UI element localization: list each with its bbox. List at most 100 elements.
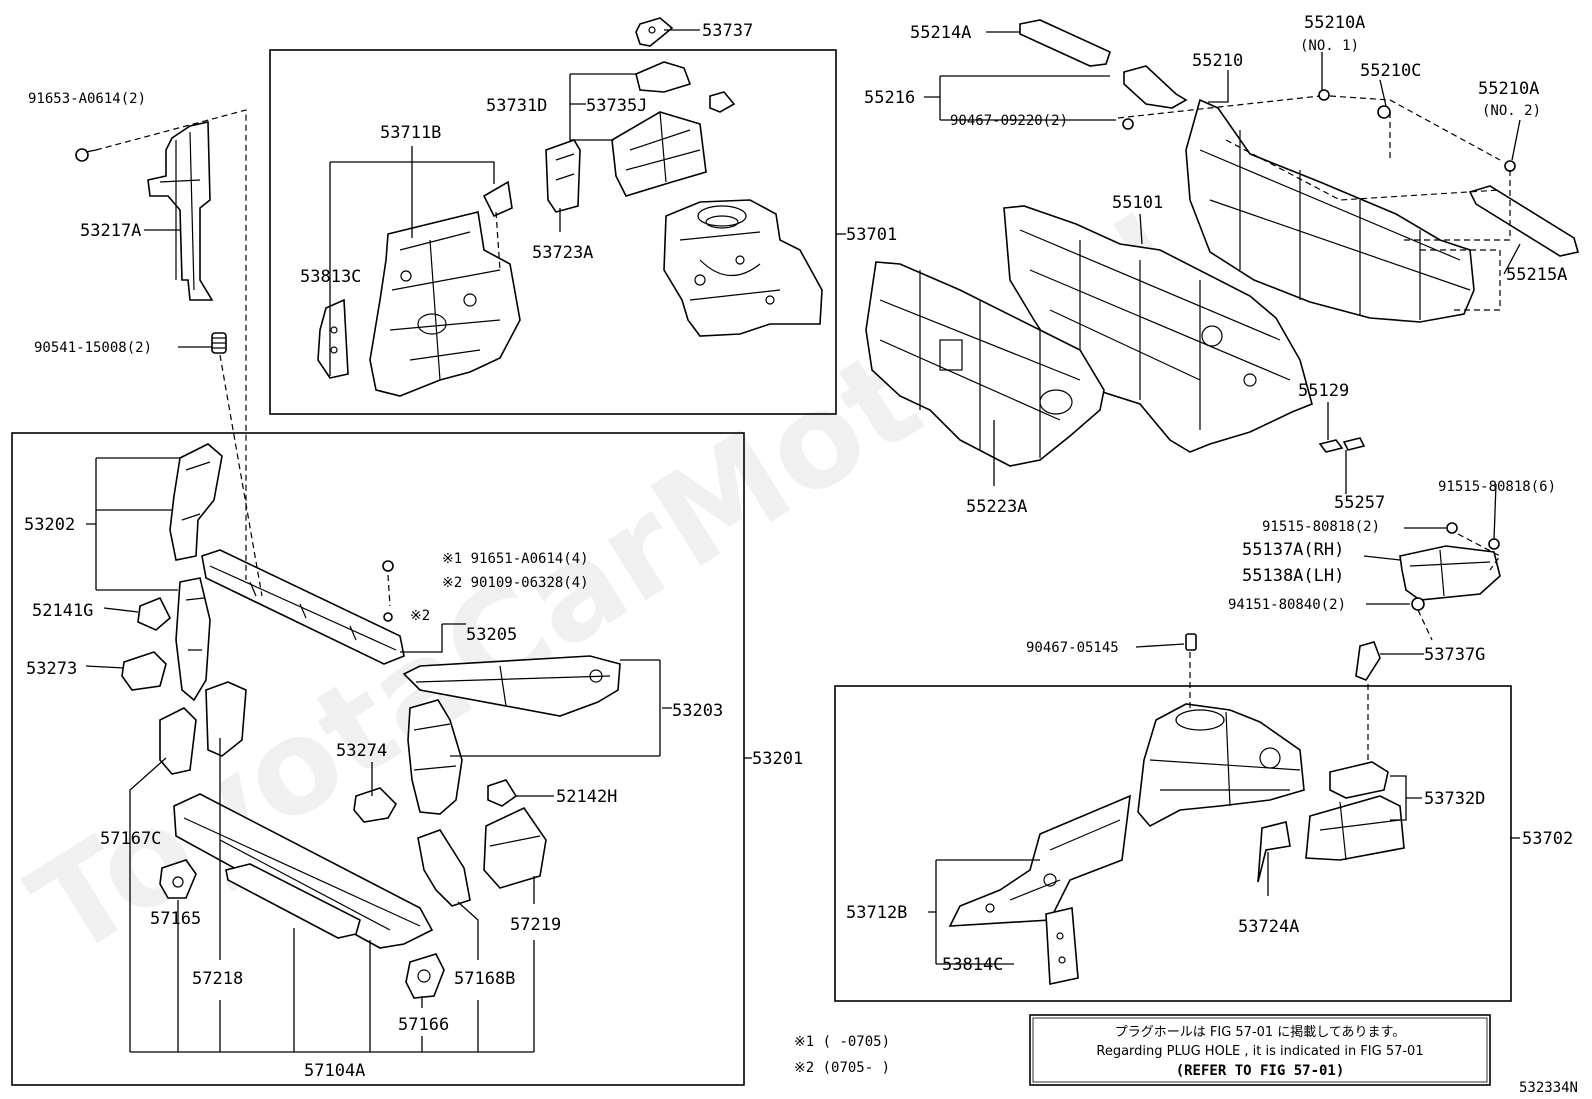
notice-line-refer: (REFER TO FIG 57-01) [1176, 1063, 1345, 1079]
label-53205: 53205 [466, 625, 517, 645]
label-53813C: 53813C [300, 267, 361, 287]
part-53712B-illustration [948, 794, 1131, 927]
label-55101: 55101 [1112, 193, 1163, 213]
label-55210A-no2: 55210A [1478, 79, 1539, 99]
part-53711B-illustration [369, 180, 521, 397]
part-90541-illustration [211, 332, 227, 354]
label-90541-15008: 90541-15008(2) [34, 340, 152, 356]
label-55210A-no1-sub: (NO. 1) [1300, 38, 1359, 54]
part-55216-illustration [1122, 65, 1188, 130]
notice-box-inner [1032, 1017, 1488, 1083]
label-55216: 55216 [864, 88, 915, 108]
label-57167C: 57167C [100, 829, 161, 849]
part-right-side-support-illustration [407, 699, 463, 815]
part-55223A-illustration [865, 261, 1105, 467]
part-53205-illustration [201, 549, 405, 665]
notice-box [1029, 1014, 1491, 1086]
label-91653-A0614: 91653-A0614(2) [28, 91, 146, 107]
label-94151-80840: 94151-80840(2) [1228, 597, 1346, 613]
label-53274: 53274 [336, 741, 387, 761]
label-53712B: 53712B [846, 903, 907, 923]
part-53723A-illustration [545, 139, 581, 213]
label-55210: 55210 [1192, 51, 1243, 71]
label-53711B: 53711B [380, 123, 441, 143]
label-53701: 53701 [846, 225, 897, 245]
label-53735J: 53735J [586, 96, 647, 116]
label-53731D: 53731D [486, 96, 547, 116]
label-55257: 55257 [1334, 493, 1385, 513]
label-53724A: 53724A [1238, 917, 1299, 937]
label-90467-09220: 90467-09220(2) [950, 113, 1068, 129]
label-55210A-no1: 55210A [1304, 13, 1365, 33]
label-90467-05145: 90467-05145 [1026, 640, 1119, 656]
label-53732D: 53732D [1424, 789, 1485, 809]
label-55138A-lh: 55138A(LH) [1242, 566, 1344, 586]
part-53701-illustration [663, 199, 823, 337]
label-53201: 53201 [752, 749, 803, 769]
label-53203: 53203 [672, 701, 723, 721]
part-55137A-illustration [1399, 522, 1501, 611]
part-53737-illustration [635, 17, 674, 47]
part-55214A-illustration [1019, 19, 1111, 67]
label-53723A: 53723A [532, 243, 593, 263]
part-52141G-illustration [137, 596, 171, 631]
label-53737G: 53737G [1424, 645, 1485, 665]
part-57168B-illustration [417, 829, 471, 907]
label-57218: 57218 [192, 969, 243, 989]
part-53737G-illustration [1355, 641, 1381, 681]
label-55214A: 55214A [910, 23, 971, 43]
footnote-1: ※1 ( -0705) [794, 1034, 890, 1050]
label-57104A: 57104A [304, 1061, 365, 1081]
label-52142H: 52142H [556, 787, 617, 807]
label-57166: 57166 [398, 1015, 449, 1035]
label-57219: 57219 [510, 915, 561, 935]
part-57166-illustration [405, 953, 445, 999]
label-57165: 57165 [150, 909, 201, 929]
part-53732D-illustration [1305, 761, 1405, 861]
dashed-assembly-lines [95, 95, 1511, 762]
footnote-2: ※2 (0705- ) [794, 1060, 890, 1076]
part-labels: 53737 91653-A0614(2) 53731D 53735J 53711… [24, 13, 1573, 1081]
label-53202: 53202 [24, 515, 75, 535]
label-53217A: 53217A [80, 221, 141, 241]
part-55210-illustration [1185, 98, 1475, 323]
label-55223A: 55223A [966, 497, 1027, 517]
label-55137A-rh: 55137A(RH) [1242, 540, 1344, 560]
group-box-53702 [834, 685, 1512, 1002]
part-57165-illustration [159, 859, 197, 899]
label-91515-80818-6: 91515-80818(6) [1438, 479, 1556, 495]
leader-lines [85, 29, 1521, 1053]
part-53274-illustration [353, 787, 397, 823]
label-52141G: 52141G [32, 601, 93, 621]
label-note-mark-2: ※2 [410, 608, 430, 624]
label-53273: 53273 [26, 659, 77, 679]
part-53724A-illustration [1257, 821, 1291, 883]
part-53814C-illustration [1045, 907, 1079, 985]
part-53813C-illustration [317, 298, 349, 379]
part-90467-05145-illustration [1185, 633, 1197, 651]
group-box-53201 [11, 432, 745, 1086]
part-53217A-illustration [75, 121, 214, 301]
label-90109-06328: ※2 90109-06328(4) [442, 575, 589, 591]
label-55129: 55129 [1298, 381, 1349, 401]
label-53737: 53737 [702, 21, 753, 41]
label-53814C: 53814C [942, 955, 1003, 975]
part-57219-illustration [483, 806, 547, 889]
part-53273-illustration [121, 651, 167, 691]
group-box-53701 [269, 49, 837, 415]
part-52142H-illustration [487, 779, 518, 807]
label-55215A: 55215A [1506, 265, 1567, 285]
label-91515-80818-2: 91515-80818(2) [1262, 519, 1380, 535]
notice-line-english: Regarding PLUG HOLE , it is indicated in… [1096, 1044, 1423, 1059]
part-53203-illustration [402, 655, 621, 717]
notice-line-japanese: プラグホールは FIG 57-01 に掲載してあります。 [1115, 1024, 1405, 1040]
part-55129-illustration [1318, 437, 1366, 453]
part-53702-illustration [1137, 703, 1305, 828]
part-55215A-illustration [1468, 185, 1580, 257]
part-53202-illustration [169, 443, 223, 702]
label-55210A-no2-sub: (NO. 2) [1482, 103, 1541, 119]
label-55210C: 55210C [1360, 61, 1421, 81]
label-53702: 53702 [1522, 829, 1573, 849]
part-53735J-illustration [611, 61, 736, 197]
